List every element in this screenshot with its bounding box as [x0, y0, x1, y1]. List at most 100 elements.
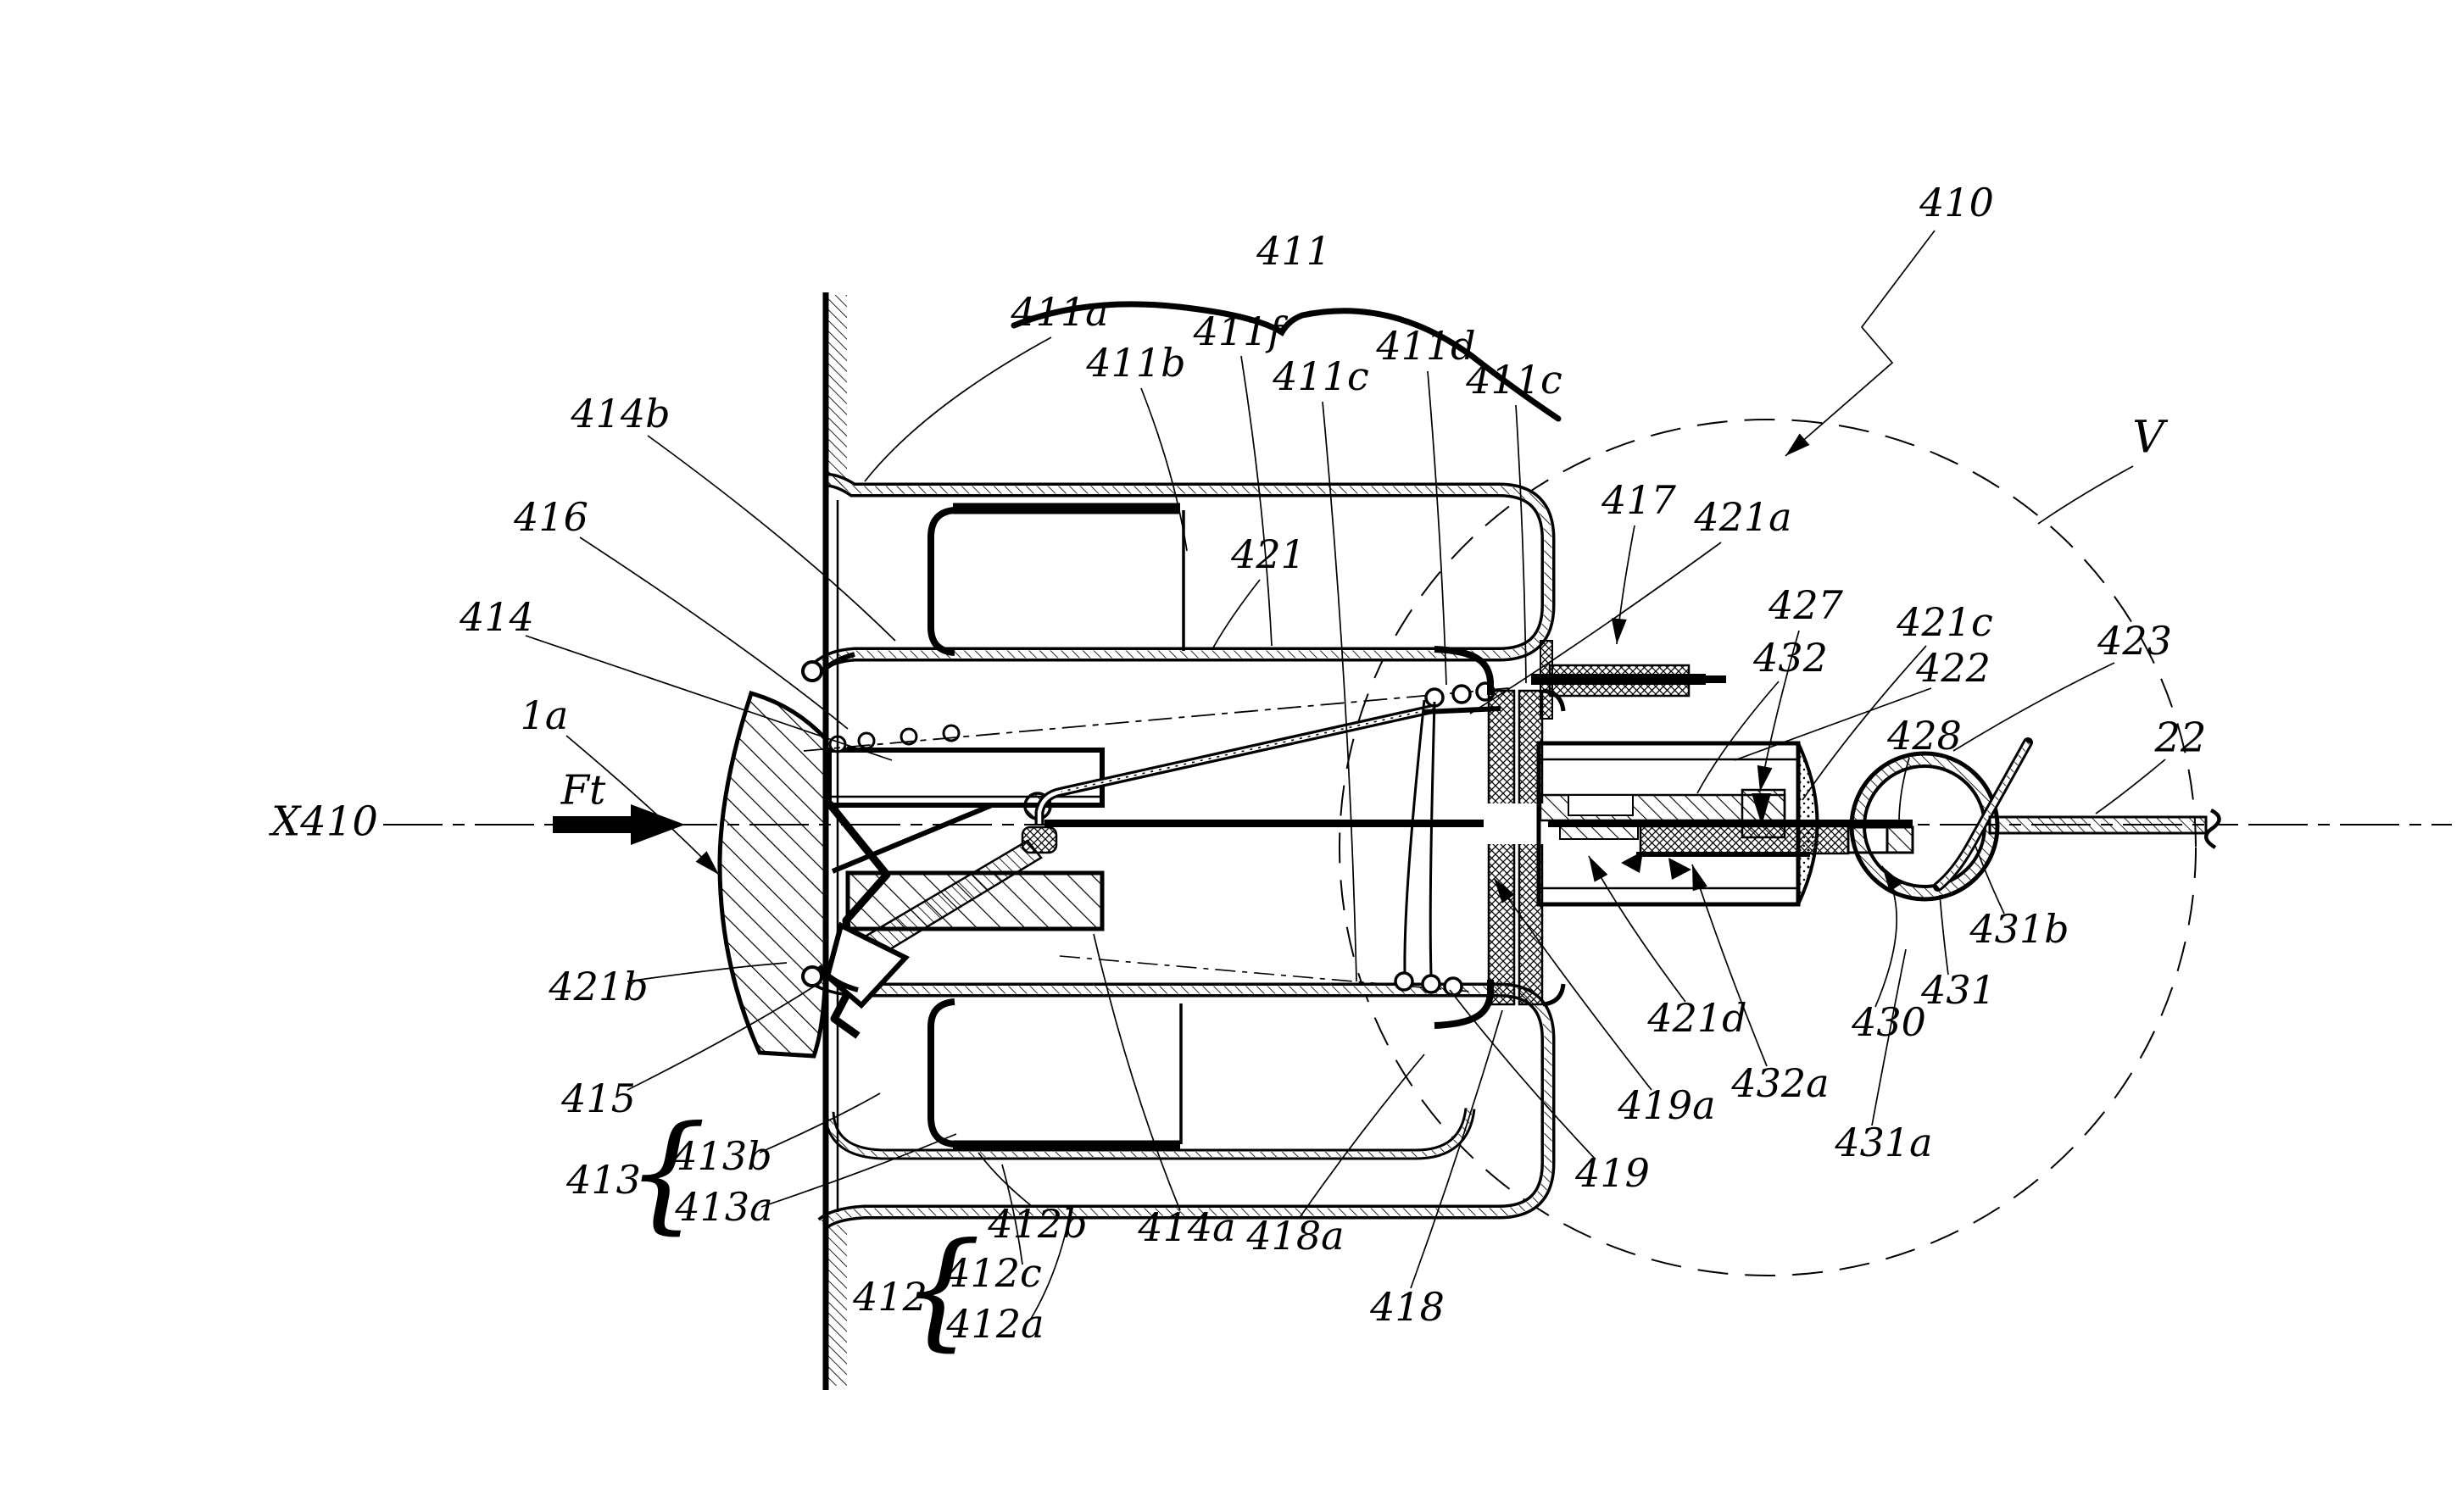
leader-421	[1212, 579, 1261, 650]
leader-arrow-1a	[695, 851, 719, 875]
hook-tail	[1933, 737, 2033, 892]
ref-label-412a: 412a	[945, 1301, 1044, 1347]
ref-label-421a: 421a	[1693, 494, 1791, 540]
ref-label-418a: 418a	[1245, 1213, 1344, 1259]
ref-label-415: 415	[560, 1076, 636, 1121]
cone-bushing	[717, 690, 828, 1059]
ref-label-419a: 419a	[1617, 1082, 1715, 1128]
ref-label-414: 414	[459, 594, 534, 640]
leader-arrow-421d	[1589, 856, 1608, 882]
leader-412b	[978, 1152, 1033, 1208]
leader-arrow-410	[1785, 433, 1810, 456]
leader-410	[1785, 230, 1936, 457]
leader-411f	[1240, 355, 1273, 647]
leader-22	[2095, 759, 2166, 814]
ref-label-X410: X410	[268, 798, 378, 846]
leader-418	[1410, 1009, 1503, 1289]
ref-label-412b: 412b	[987, 1201, 1087, 1247]
ref-label-413a: 413a	[674, 1184, 772, 1230]
spring-axis-line-lower	[1059, 955, 1473, 992]
ref-label-411c: 411c	[1272, 353, 1369, 399]
rod-break-symbol	[2204, 808, 2221, 849]
ref-label-432a: 432a	[1730, 1060, 1829, 1106]
ref-label-428: 428	[1886, 713, 1962, 759]
ref-label-421: 421	[1230, 531, 1306, 577]
shell-end-curls	[801, 652, 859, 992]
spring-axis-line-upper	[803, 687, 1510, 752]
ref-label-422: 422	[1915, 645, 1991, 691]
ref-label-brace413: {	[626, 1099, 706, 1247]
pin-assembly	[1531, 640, 1726, 720]
ref-label-411d: 411d	[1375, 323, 1475, 369]
leader-411d	[1427, 370, 1447, 686]
ref-label-410: 410	[1919, 180, 1994, 225]
wire-rod	[1988, 808, 2221, 849]
ref-label-431a: 431a	[1834, 1120, 1932, 1165]
leader-421c	[1802, 645, 1927, 801]
wedge-slant-edge	[831, 803, 994, 874]
tension-cable	[1044, 820, 1913, 827]
leader-413b	[759, 1092, 881, 1153]
ref-label-brace412: {	[900, 1216, 981, 1364]
leader-419	[1449, 989, 1596, 1160]
leader-arrow-417	[1611, 618, 1627, 644]
ref-label-419: 419	[1574, 1150, 1650, 1196]
ref-label-413: 413	[565, 1157, 641, 1203]
release-lever	[1034, 703, 1436, 824]
ref-label-411b: 411b	[1085, 340, 1185, 386]
leader-416	[579, 536, 849, 730]
leader-412c	[1001, 1164, 1023, 1265]
wall-panel	[822, 292, 847, 1390]
ref-label-Ft: Ft	[560, 767, 606, 814]
ref-label-412: 412	[852, 1274, 927, 1320]
guide-block-upper	[827, 748, 1105, 808]
ref-label-1a: 1a	[521, 692, 569, 738]
cable-gripper-nut	[1021, 825, 1058, 854]
leader-413a	[760, 1133, 957, 1208]
ref-label-411: 411	[1256, 228, 1331, 274]
leader-431	[1939, 894, 1949, 976]
leader-419a	[1493, 877, 1652, 1091]
leader-421a	[1469, 542, 1722, 714]
ref-label-421d: 421d	[1646, 995, 1746, 1041]
leader-414b	[647, 435, 896, 642]
leader-arrow-432a	[1692, 864, 1707, 892]
detail-view-boundary-circle	[1339, 419, 2197, 1276]
ref-label-431b: 431b	[1969, 906, 2069, 952]
ref-label-411a: 411a	[1010, 289, 1108, 335]
leader-411c	[1322, 401, 1357, 982]
ref-label-432: 432	[1752, 635, 1828, 681]
ref-label-413b: 413b	[671, 1133, 771, 1179]
ref-label-22: 22	[2153, 714, 2206, 762]
inner-compartment-upper	[927, 503, 1185, 656]
inner-compartment-lower	[927, 998, 1183, 1152]
leader-411b	[1140, 387, 1188, 552]
leader-428	[1898, 757, 1910, 823]
leader-418a	[1298, 1053, 1425, 1220]
leader-412a	[1030, 1213, 1071, 1320]
ref-label-412c: 412c	[944, 1250, 1042, 1296]
leader-431a	[1871, 948, 1907, 1126]
ref-label-416: 416	[513, 494, 588, 540]
force-arrow	[553, 804, 685, 845]
ref-label-V: V	[2132, 413, 2168, 464]
cylinder	[1536, 741, 1819, 907]
leader-421b	[627, 962, 788, 982]
leader-415	[627, 986, 815, 1091]
leader-arrow-427	[1757, 764, 1773, 792]
ref-label-411c2: 411c	[1465, 357, 1562, 403]
leader-423	[1952, 662, 2115, 752]
ref-label-423: 423	[2097, 618, 2172, 664]
leader-414a	[1093, 933, 1181, 1211]
ref-label-431: 431	[1920, 967, 1996, 1013]
ref-label-414a: 414a	[1137, 1204, 1235, 1250]
ref-label-427: 427	[1768, 582, 1844, 628]
leader-V	[2037, 465, 2134, 525]
tether-ring	[1849, 737, 2033, 902]
assembly-group-brace	[1011, 301, 1562, 422]
ref-label-417: 417	[1601, 477, 1677, 523]
leader-411c2	[1515, 404, 1527, 684]
ref-label-418: 418	[1369, 1284, 1445, 1330]
